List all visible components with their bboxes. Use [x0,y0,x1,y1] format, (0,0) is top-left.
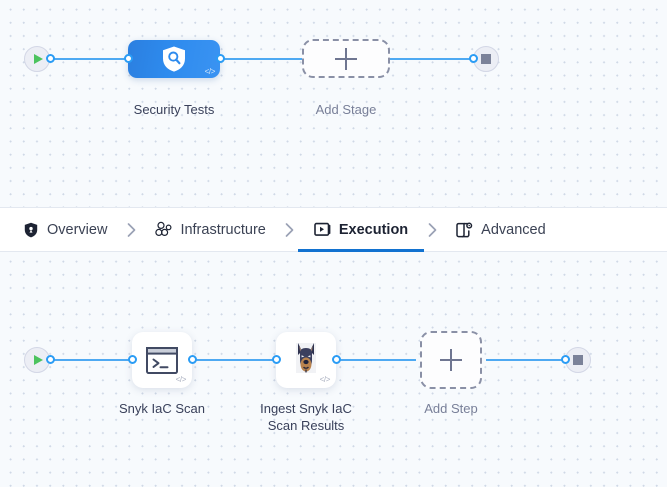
edge-start-to-stage [50,58,132,60]
shield-icon [22,221,39,238]
play-icon [33,54,43,64]
cluster-icon [155,221,172,238]
play-box-icon [314,221,331,238]
edge-step1-to-step2 [190,359,278,361]
tab-execution-label: Execution [338,221,409,238]
stage-start-node[interactable] [24,46,50,72]
play-icon [33,355,43,365]
tab-separator-3 [412,222,452,238]
step2-output-port[interactable] [332,355,341,364]
plus-icon [440,349,462,371]
step2-input-port[interactable] [272,355,281,364]
tab-overview-label: Overview [47,221,108,238]
step-node-ingest-snyk-results[interactable]: </> [276,332,336,388]
stage-output-port[interactable] [216,54,225,63]
stage-canvas[interactable]: </> Security Tests Add Stage [0,0,667,207]
tab-infrastructure[interactable]: Infrastructure [151,207,269,252]
terminal-icon [146,346,178,374]
step2-code-badge: </> [319,375,331,384]
step-start-output-port[interactable] [46,355,55,364]
shield-search-icon [163,46,185,72]
add-step-button[interactable] [420,331,482,389]
tab-overview[interactable]: Overview [18,207,111,252]
plus-icon [335,47,357,70]
step-node-snyk-iac-scan[interactable]: </> [132,332,192,388]
snyk-dog-icon [296,343,316,373]
step1-label: Snyk IaC Scan [119,401,205,416]
stage-code-badge: </> [204,67,216,76]
tab-separator-2 [270,222,310,238]
step1-input-port[interactable] [128,355,137,364]
stage-node-security-tests[interactable]: </> [128,40,220,78]
tab-infrastructure-label: Infrastructure [180,221,266,238]
step-end-input-port[interactable] [561,355,570,364]
step1-output-port[interactable] [188,355,197,364]
stage-label: Security Tests [133,102,215,117]
step-canvas[interactable]: </> Snyk IaC Scan </> I [0,252,667,487]
step1-code-badge: </> [175,375,187,384]
tab-execution[interactable]: Execution [297,207,425,252]
stage-start-output-port[interactable] [46,54,55,63]
add-step-label: Add Step [424,401,478,416]
tab-separator-1 [111,222,151,238]
edge-step2-to-addstep [334,359,416,361]
edge-addstep-to-end [486,359,568,361]
stop-icon [573,355,583,365]
card-gear-icon [456,221,473,238]
edge-addstage-to-end [389,58,475,60]
step2-label: Ingest Snyk IaC Scan Results [260,401,352,433]
edge-start-to-step1 [50,359,134,361]
pipeline-tabbar[interactable]: Overview Infrastructure [0,207,667,252]
add-stage-button[interactable] [302,39,390,78]
add-stage-label: Add Stage [315,102,377,117]
tab-advanced-label: Advanced [481,221,546,238]
edge-stage-to-addstage [219,58,303,60]
tab-advanced[interactable]: Advanced [452,207,550,252]
stop-icon [481,54,491,64]
stage-end-input-port[interactable] [469,54,478,63]
stage-input-port[interactable] [124,54,133,63]
